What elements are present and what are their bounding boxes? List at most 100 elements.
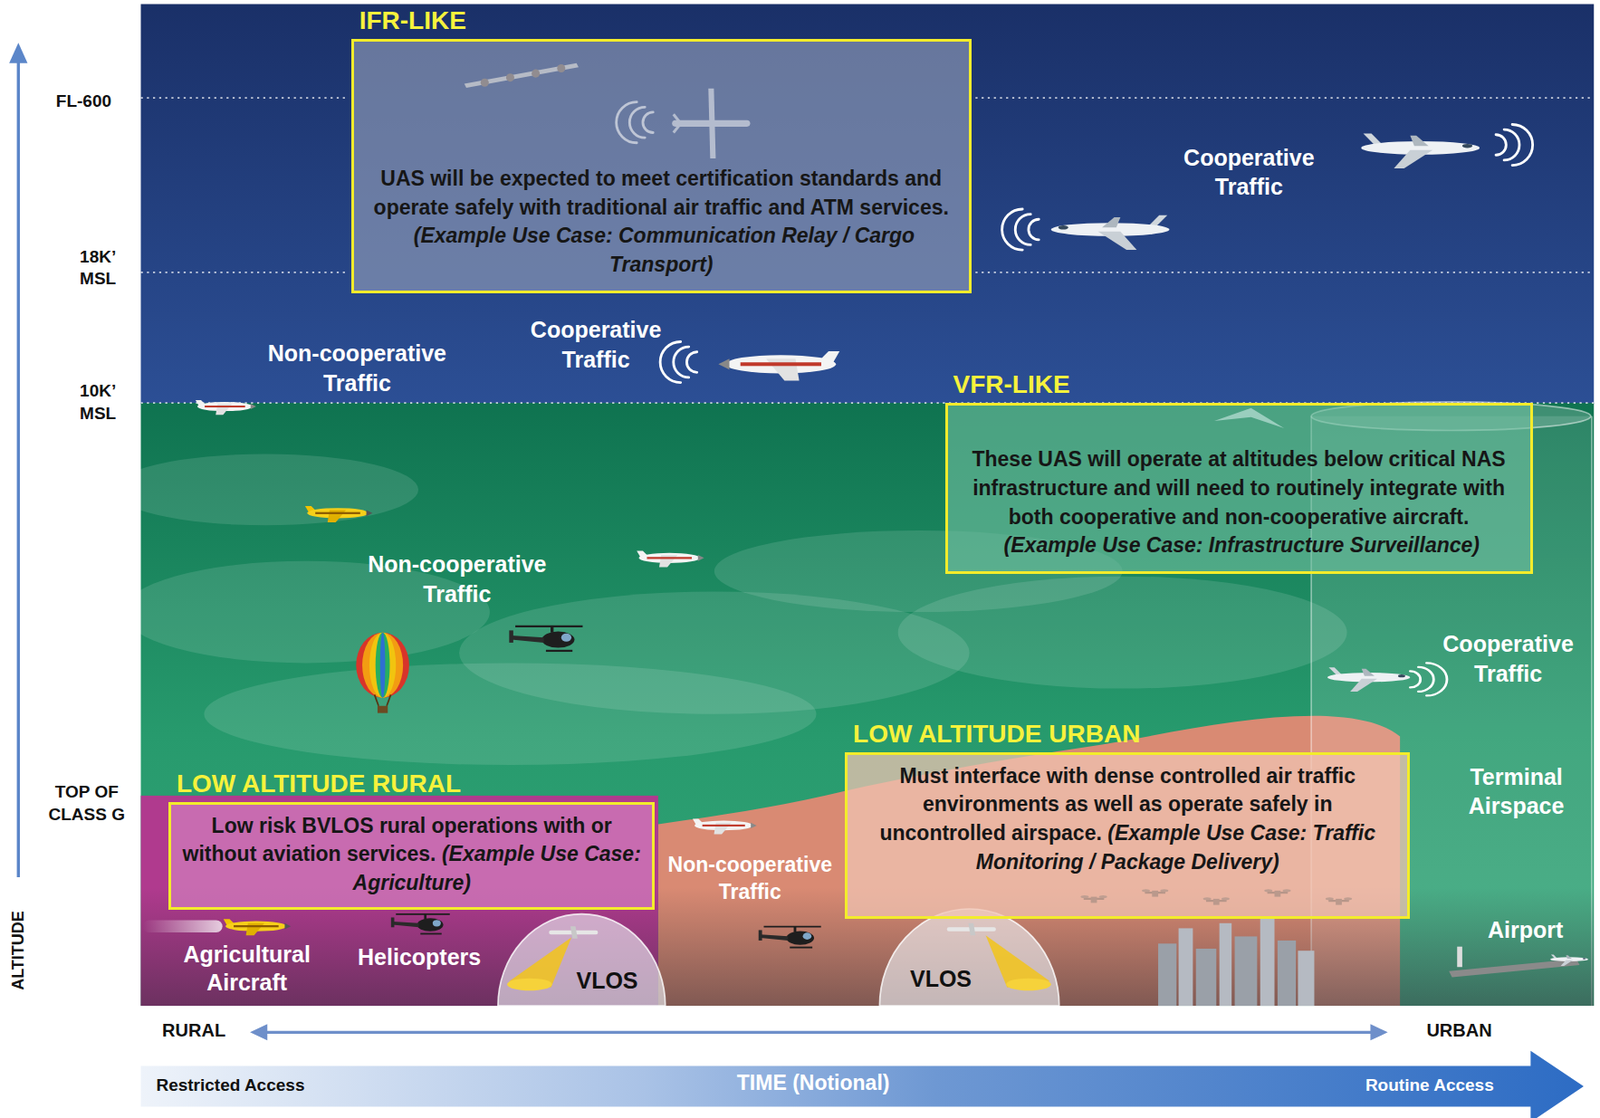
altitude-line [975,96,1594,99]
rural-urban-axis [249,1024,268,1041]
place-label: Airport [1475,915,1576,946]
time-axis-label: Restricted Access [155,1074,374,1098]
city-skyline [1158,918,1314,1006]
box-body: Must interface with dense controlled air… [858,762,1397,878]
aircraft-icons [692,818,757,834]
aircraft-icons [391,914,451,935]
aircraft-icons [636,550,704,567]
airport [1550,955,1589,967]
city-skyline [1277,940,1296,1006]
traffic-label: Non-cooperative Traffic [659,852,841,907]
altitude-level-label: 10K’ MSL [70,380,125,425]
box-heading: LOW ALTITUDE URBAN [852,719,1141,749]
aircraft-icons [1409,662,1447,696]
balloon-icon [377,706,388,714]
time-arrow [141,1051,1584,1118]
sky-band [141,4,1595,405]
city-skyline [1158,943,1177,1006]
vlos-dome [948,923,995,937]
axis-end-label: RURAL [148,1018,240,1043]
altitude-line [141,271,348,274]
aircraft-icons [1002,209,1040,250]
box-description: UAS will be expected to meet certificati… [373,166,949,220]
vlos-dome [551,926,597,939]
use-case-box: LOW ALTITUDE URBANMust interface with de… [844,752,1410,920]
vlos-dome [1005,978,1052,992]
balloon-icon [362,632,403,699]
cloud [112,453,419,526]
city-skyline [1219,923,1233,1006]
altitude-axis [17,58,20,878]
box-body: These UAS will operate at altitudes belo… [962,445,1516,561]
vlos-label: VLOS [571,966,644,997]
box-description: These UAS will operate at altitudes belo… [971,447,1505,528]
box-body: Low risk BVLOS rural operations with or … [182,812,642,899]
altitude-line [141,96,348,99]
box-heading: IFR-LIKE [359,6,467,36]
aircraft-icons [1360,134,1480,169]
city-skyline [1260,918,1275,1006]
balloon-icon [355,632,410,699]
vlos-dome [498,914,666,1006]
rural-urban-axis [1370,1024,1388,1041]
aircraft-icons [718,351,840,381]
traffic-label: Non-cooperative Traffic [261,338,452,398]
cloud [203,662,816,766]
box-heading: VFR-LIKE [953,370,1071,400]
use-case-example: (Example Use Case: Infrastructure Survei… [1004,533,1480,557]
use-case-box: LOW ALTITUDE RURALLow risk BVLOS rural o… [168,802,656,911]
airport [1448,947,1589,978]
balloon-icon [369,632,396,699]
balloon-icon [355,632,410,714]
aircraft-icons [758,927,822,949]
balloon-icon [386,694,392,706]
traffic-label: Agricultural Aircraft [165,940,329,998]
axis-end-label: URBAN [1413,1018,1505,1043]
city-skyline [1196,948,1217,1006]
rural-urban-axis [249,1024,1389,1041]
axis-title: ALTITUDE [7,896,29,1006]
vlos-label: VLOS [904,964,978,995]
aircraft-icons [1327,667,1411,692]
balloon-icon [380,632,386,699]
box-body: UAS will be expected to meet certificati… [368,164,955,280]
vlos-dome [507,978,553,992]
aircraft-icons [508,626,583,652]
traffic-label: Helicopters [346,942,492,973]
altitude-axis [9,42,28,64]
traffic-label: Non-cooperative Traffic [362,549,553,609]
use-case-box: IFR-LIKEUAS will be expected to meet cer… [351,38,972,294]
altitude-level-label: TOP OF CLASS G [41,781,133,826]
traffic-label: Cooperative Traffic [514,315,678,374]
airspace-label: Terminal Airspace [1444,762,1590,822]
aircraft-icons [1051,215,1170,250]
spray-trail [143,919,223,933]
airport [1448,958,1580,978]
cloud [898,576,1348,690]
altitude-axis [9,42,28,878]
time-axis-title: TIME (Notional) [695,1070,931,1098]
city-skyline [1235,936,1258,1006]
city-skyline [1178,928,1194,1006]
box-heading: LOW ALTITUDE RURAL [176,769,461,799]
city-skyline [1297,950,1314,1006]
airport [1456,947,1463,968]
balloon-icon [374,694,380,706]
aircraft-icons [305,506,373,523]
use-case-box: VFR-LIKEThese UAS will operate at altitu… [945,402,1533,575]
aircraft-icons [195,400,257,415]
aircraft-icons [223,919,291,936]
balloon-icon [375,632,391,699]
altitude-level-label: FL-600 [42,90,125,114]
vlos-dome [498,914,666,1006]
vlos-dome [879,909,1059,1006]
altitude-line [975,271,1594,274]
traffic-label: Cooperative Traffic [1167,143,1331,202]
use-case-example: (Example Use Case: Communication Relay /… [413,223,915,277]
aircraft-icons [660,341,698,383]
altitude-level-label: 18K’ MSL [70,246,125,291]
time-axis-label: Routine Access [1339,1074,1521,1098]
vlos-dome [879,909,1059,1006]
rural-urban-axis [263,1031,1375,1035]
